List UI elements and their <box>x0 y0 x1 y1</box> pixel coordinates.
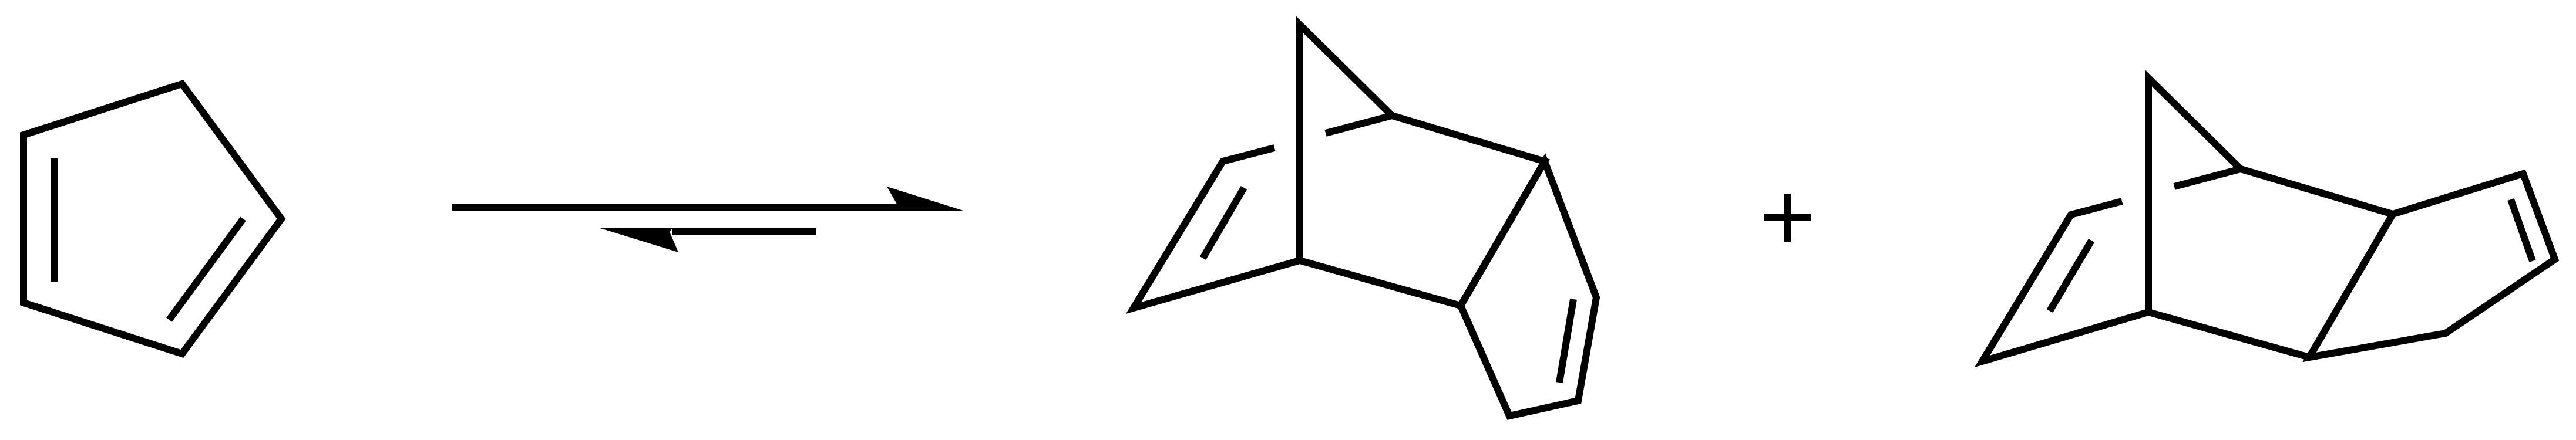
forward-arrow-head <box>887 187 963 211</box>
product-endo-dicyclopentadiene <box>1125 16 1600 420</box>
exo-bridge-left <box>2145 69 2244 312</box>
equilibrium-arrows <box>452 187 963 252</box>
endo-left-ring <box>1125 144 1462 314</box>
exo-left-ring <box>1974 198 2311 368</box>
product-exo-dicyclopentadiene <box>1974 69 2560 368</box>
exo-double-bond-right <box>2507 198 2536 262</box>
reactant-cyclopentadiene <box>20 79 286 358</box>
cyclopentadiene-ring <box>20 79 286 358</box>
exo-norbornene-ring <box>2173 165 2242 190</box>
endo-norbornene-ring <box>1324 112 1393 137</box>
endo-double-bond-left <box>1199 185 1247 260</box>
endo-cyclopentene-ring <box>1457 153 1600 420</box>
endo-bridge-left <box>1296 16 1395 260</box>
endo-double-bond-right <box>1556 299 1577 383</box>
cyclopentadiene-double-bond-right <box>166 216 246 322</box>
reverse-arrow-head <box>600 228 678 252</box>
exo-cyclopentene-ring <box>2302 169 2560 363</box>
endo-upper-chain <box>1391 112 1551 308</box>
plus-sign <box>1764 194 1811 242</box>
exo-upper-chain <box>2239 165 2399 360</box>
exo-double-bond-left <box>2046 238 2095 313</box>
